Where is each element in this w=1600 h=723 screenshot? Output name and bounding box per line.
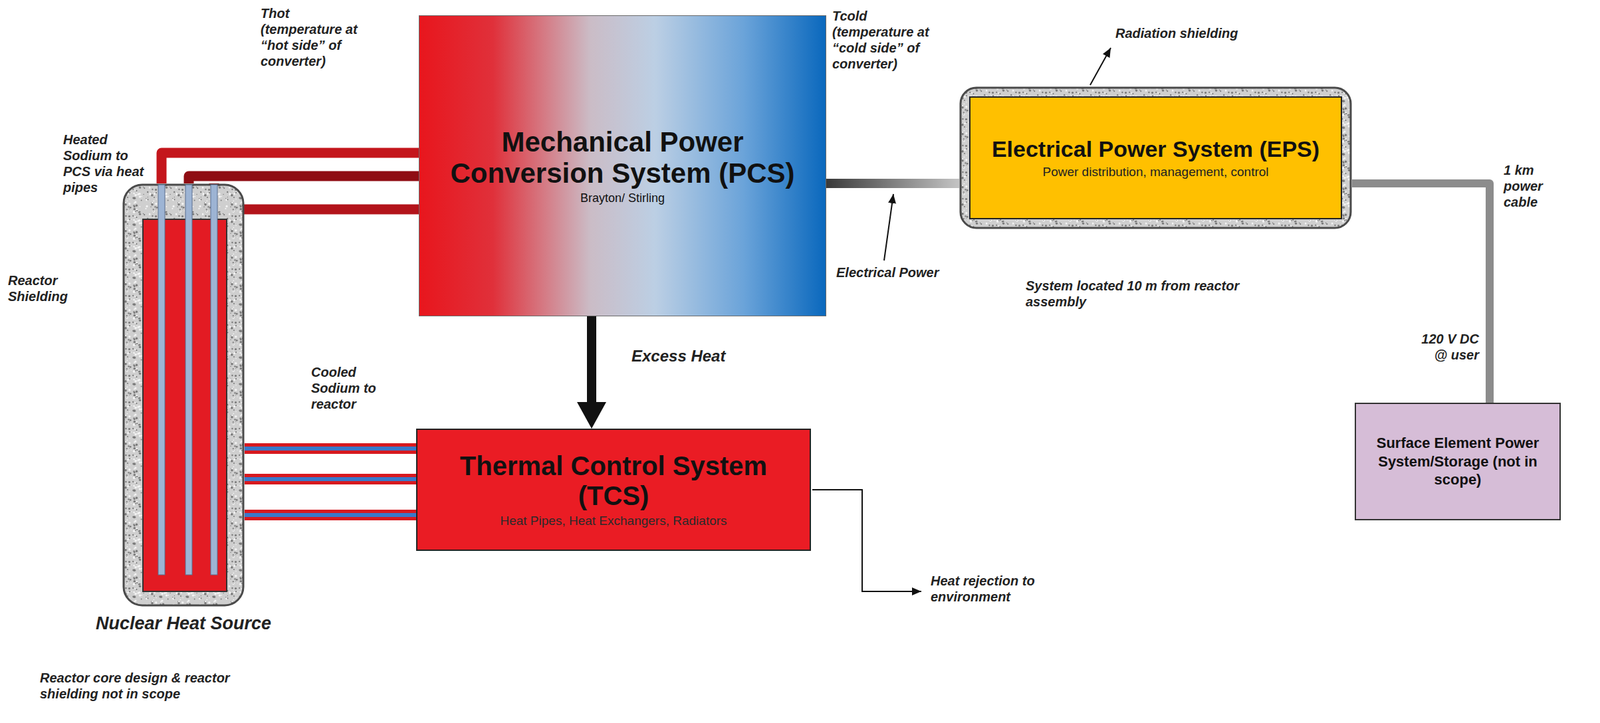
annotation-label: System located 10 m from reactor assembl… [1025,277,1279,310]
node-title: Thermal Control System (TCS) [428,451,800,512]
electrical-box: Electrical Power System (EPS) Power distr… [959,86,1353,230]
surface-box: Surface Element Power System/Storage (no… [1354,402,1561,521]
annotation-label: Cooled Sodium to reactor [311,364,406,413]
annotation-label: Radiation shielding [1115,25,1329,42]
pipe-wall [244,509,417,521]
annotation-label: 1 km power cable [1503,162,1557,211]
power-cable [1352,183,1490,403]
node-subtitle: Brayton/ Stirling [580,191,665,206]
node-subtitle: Power distribution, management, control [1042,164,1269,180]
annotation-label: 120 V DC @ user [1409,331,1480,363]
annotation-label: Heated Sodium to PCS via heat pipes [63,131,151,196]
node-title: Surface Element Power System/Storage (no… [1366,434,1549,490]
annotation-label: Reactor Shielding [7,272,87,305]
connector-path [1352,183,1490,403]
sodium-pipe [244,479,417,480]
leader-line [1090,47,1111,86]
connector-path [214,183,419,210]
annotation-label: Heat rejection to environment [930,572,1064,605]
node-title: Nuclear Heat Source [49,613,318,635]
conversion-box: Mechanical Power Conversion System (PCS)… [418,15,827,317]
connector-path [244,513,417,518]
annotation-label: Reactor core design & reactor shielding … [39,670,280,702]
pipe-wall [244,473,417,485]
annotation-label: Tcold (temperature at “cold side” of con… [832,7,951,72]
heat-rejection-line [812,489,922,592]
connector-path [161,152,419,184]
annotation-label: Electrical Power [836,264,943,281]
connector-path [244,477,417,482]
node-title: Mechanical Power Conversion System (PCS) [430,126,815,189]
sodium-pipe [214,183,419,210]
eps-panel: Electrical Power System (EPS) Power distr… [969,96,1343,220]
connector-path [188,176,419,184]
connector-path [586,316,597,403]
reactor-vessel: Nuclear Heat Source [122,183,245,607]
power-cable [826,183,960,185]
sodium-pipe [161,152,419,184]
leader-line [884,194,894,261]
connector-path [244,446,417,451]
node-subtitle: Heat Pipes, Heat Exchangers, Radiators [499,513,727,529]
edge-label: Excess Heat [631,346,726,366]
sodium-pipe [244,515,417,516]
reactor-heading: Nuclear Heat Source [49,613,318,635]
sodium-pipe [188,176,419,184]
connector-path [826,178,960,189]
node-title: Electrical Power System (EPS) [991,136,1320,162]
sodium-pipe [244,448,417,450]
reactor-shielding [122,183,245,607]
heat-arrow [591,316,593,403]
annotation-label: Thot (temperature at “hot side” of conve… [260,5,367,70]
thermal-box: Thermal Control System (TCS)Heat Pipes, … [416,428,811,552]
pipe-wall [244,443,417,455]
